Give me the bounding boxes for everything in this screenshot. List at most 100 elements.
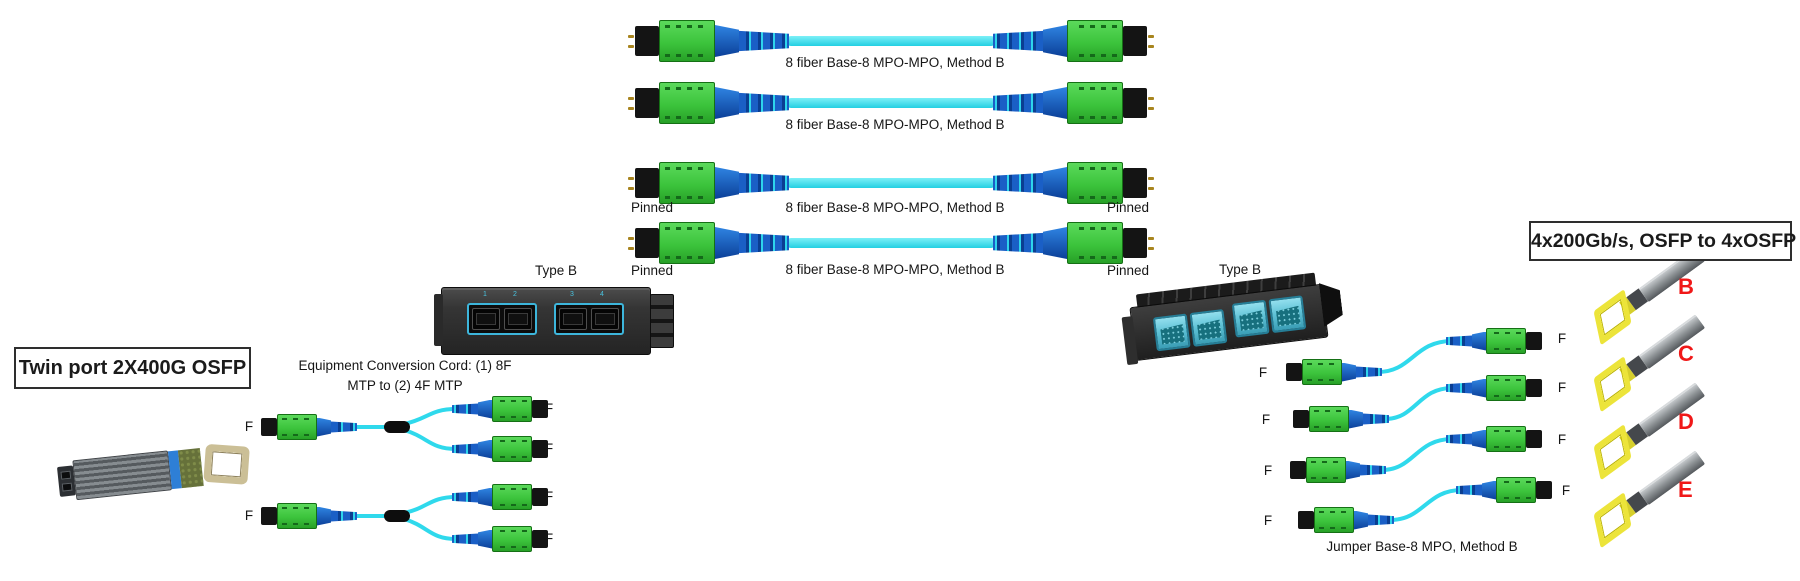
mpo-housing	[1486, 426, 1526, 452]
port-number-2: 2	[513, 291, 517, 298]
mpo-housing	[1309, 406, 1349, 432]
mpo-boot	[1043, 87, 1067, 119]
mpo-boot	[715, 25, 739, 57]
mpo-housing	[492, 484, 532, 510]
mpo-ferrule	[261, 507, 277, 525]
mpo-strain-relief	[452, 443, 478, 456]
mpo-ferrule	[1123, 88, 1147, 118]
mpo-boot	[1342, 362, 1356, 382]
port-number-4: 4	[600, 291, 604, 298]
mpo-strain-relief	[993, 231, 1043, 255]
f-label: F	[244, 508, 254, 523]
f-label: F	[1561, 483, 1571, 498]
port-number-1: 1	[483, 291, 487, 298]
mpo-housing	[659, 222, 715, 264]
mpo-connector-right	[993, 162, 1154, 204]
twin-port-osfp-transceiver-image	[56, 443, 250, 514]
f-label: F	[1263, 463, 1273, 478]
left-cassette-bracket	[650, 294, 674, 348]
pinned-label: Pinned	[1106, 200, 1150, 215]
cord2-mpo-upper	[452, 484, 548, 510]
mpo-housing	[1306, 457, 1346, 483]
target-device-title: 4x200Gb/s, OSFP to 4xOSFP	[1529, 221, 1796, 261]
mpo-strain-relief	[1363, 413, 1389, 425]
mpo-strain-relief	[739, 92, 789, 114]
mpo-boot	[1349, 409, 1363, 429]
mpo-strain-relief	[739, 172, 789, 194]
right-cassette	[1121, 272, 1332, 366]
mpo-pins	[1148, 236, 1154, 250]
fiber-cable	[787, 36, 995, 46]
pinned-label: Pinned	[1106, 263, 1150, 278]
mpo-housing	[492, 396, 532, 422]
mpo-strain-relief	[993, 171, 1043, 195]
mpo-boot	[478, 488, 492, 507]
mpo-ferrule	[635, 26, 659, 56]
mpo-port	[1268, 295, 1307, 334]
trunk-cable-label-4: 8 fiber Base-8 MPO-MPO, Method B	[785, 262, 1005, 277]
mpo-housing	[1486, 375, 1526, 401]
mpo-boot	[715, 87, 739, 119]
trunk-cable-2	[628, 80, 1154, 126]
mpo-ferrule	[1123, 26, 1147, 56]
osfp-heatsink	[72, 450, 173, 501]
mpo-housing	[1067, 82, 1123, 124]
mpo-splitter	[384, 510, 410, 522]
f-label: F	[1261, 412, 1271, 427]
mpo-ferrule	[261, 418, 277, 436]
cord2-mpo-left	[261, 503, 357, 529]
osfp-pull-tab	[1593, 491, 1632, 549]
mpo-housing	[659, 82, 715, 124]
trunk-cable-3	[628, 160, 1154, 206]
mpo-housing	[1067, 20, 1123, 62]
mpo-boot	[1043, 227, 1067, 259]
mpo-strain-relief	[1360, 464, 1386, 476]
mpo-strain-relief	[1356, 366, 1382, 378]
transceiver-letter-e: E	[1678, 477, 1693, 502]
jumper3-mpo-left	[1290, 457, 1386, 483]
jumper4-mpo-left	[1298, 507, 1394, 533]
mpo-port	[472, 308, 500, 330]
mpo-housing	[277, 414, 317, 440]
mpo-strain-relief	[1446, 335, 1472, 348]
mpo-housing	[277, 503, 317, 529]
mpo-housing	[1067, 162, 1123, 204]
mpo-pins	[628, 96, 634, 110]
trunk-cable-label-2: 8 fiber Base-8 MPO-MPO, Method B	[785, 117, 1005, 132]
mpo-boot	[1472, 379, 1486, 398]
mpo-boot	[317, 417, 331, 437]
mpo-strain-relief	[1368, 514, 1394, 526]
mpo-pins	[1148, 34, 1154, 48]
mpo-boot	[1472, 430, 1486, 449]
mpo-strain-relief	[739, 232, 789, 254]
pinned-label: Pinned	[630, 263, 674, 278]
mpo-boot	[317, 506, 331, 526]
jumper2-mpo-right	[1446, 375, 1542, 401]
transceiver-letter-b: B	[1678, 274, 1694, 299]
mpo-boot	[1472, 332, 1486, 351]
mpo-pins	[1148, 176, 1154, 190]
mpo-boot	[1346, 460, 1360, 480]
mpo-port	[1152, 313, 1191, 352]
conversion-cord-label-line1: Equipment Conversion Cord: (1) 8F	[298, 358, 512, 373]
mpo-strain-relief	[739, 30, 789, 52]
mpo-housing	[659, 20, 715, 62]
mpo-housing	[659, 162, 715, 204]
mpo-pins	[628, 34, 634, 48]
mpo-port	[504, 308, 532, 330]
trunk-cable-1	[628, 18, 1154, 64]
trunk-cable-4	[628, 220, 1154, 266]
mpo-housing	[492, 526, 532, 552]
osfp-label-area	[177, 448, 204, 489]
jumper1-mpo-right	[1446, 328, 1542, 354]
osfp-transceiver-e-image	[1586, 449, 1706, 549]
mpo-ferrule	[1286, 363, 1302, 381]
transceiver-letter-d: D	[1678, 409, 1694, 434]
mpo-housing	[492, 436, 532, 462]
mpo-strain-relief	[993, 29, 1043, 53]
mpo-port	[591, 308, 619, 330]
cord1-mpo-lower	[452, 436, 548, 462]
mpo-connector-right	[993, 222, 1154, 264]
mpo-ferrule	[1293, 410, 1309, 428]
mpo-boot	[715, 227, 739, 259]
